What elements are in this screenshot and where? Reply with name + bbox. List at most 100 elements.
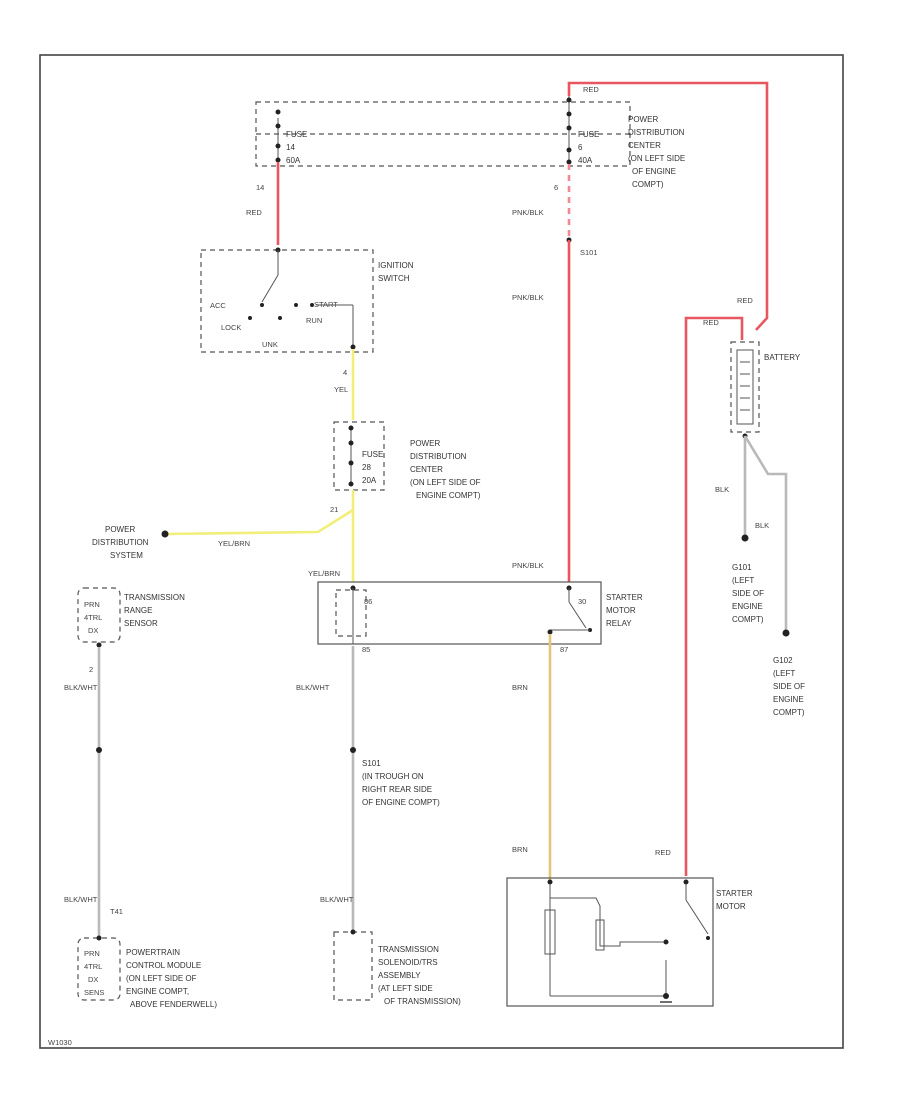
fuse-14-amp: 60A <box>286 156 301 165</box>
wire-label-pin-6: 6 <box>554 183 558 192</box>
pcm-inner-2: 4TRL <box>84 962 102 971</box>
wire-label-red-starter: RED <box>655 848 671 857</box>
fuse-6-number: 6 <box>578 143 583 152</box>
ground-g101-line1: G101 <box>732 563 752 572</box>
ignition-switch-box <box>200 249 374 353</box>
ground-s101-line1: S101 <box>362 759 381 768</box>
trs-inner-1: PRN <box>84 600 100 609</box>
wire-label-14: 14 <box>256 183 264 192</box>
wire-label-blk-1: BLK <box>715 485 729 494</box>
ignition-title-2: SWITCH <box>378 274 410 283</box>
splice-s101-label: S101 <box>580 248 598 257</box>
wire-red-battery-feed <box>567 81 769 331</box>
wire-label-t41: T41 <box>110 907 123 916</box>
fuse-28-amp: 20A <box>362 476 377 485</box>
pds-line2: DISTRIBUTION <box>92 538 149 547</box>
pdc-top-line1: POWER <box>628 115 658 124</box>
pdc-mid-line4: (ON LEFT SIDE OF <box>410 478 481 487</box>
fuse-14-label: FUSE <box>286 130 307 139</box>
trs-inner-3: DX <box>88 626 98 635</box>
pcm-title-4: ENGINE COMPT, <box>126 987 189 996</box>
wire-label-red-left: RED <box>246 208 262 217</box>
relay-coil-box <box>335 589 367 637</box>
ground-g101-line4: ENGINE <box>732 602 763 611</box>
wire-label-pnk-blk-1: PNK/BLK <box>512 208 544 217</box>
pdc-top-line6: COMPT) <box>632 180 664 189</box>
solenoid-title-5: OF TRANSMISSION) <box>384 997 461 1006</box>
wire-label-brn-2: BRN <box>512 845 528 854</box>
pcm-title-3: (ON LEFT SIDE OF <box>126 974 197 983</box>
wire-label-pnk-blk-3: PNK/BLK <box>512 561 544 570</box>
fuse-14-number: 14 <box>286 143 295 152</box>
relay-title-3: RELAY <box>606 619 632 628</box>
trs-title-2: RANGE <box>124 606 152 615</box>
fuse-28-number: 28 <box>362 463 371 472</box>
pcm-title-5: ABOVE FENDERWELL) <box>130 1000 217 1009</box>
wire-label-pin-2: 2 <box>89 665 93 674</box>
ground-g102-line1: G102 <box>773 656 793 665</box>
fuse-box-mid <box>333 421 385 491</box>
wire-label-blk-2: BLK <box>755 521 769 530</box>
ground-g102-line3: SIDE OF <box>773 682 805 691</box>
pcm-inner-3: DX <box>88 975 98 984</box>
pds-line3: SYSTEM <box>110 551 143 560</box>
pdc-mid-line5: ENGINE COMPT) <box>416 491 481 500</box>
diagram-frame <box>39 54 844 1049</box>
wire-label-pin-4: 4 <box>343 368 347 377</box>
ground-s101-line4: OF ENGINE COMPT) <box>362 798 440 807</box>
relay-pin-85: 85 <box>362 645 370 654</box>
pdc-top-line2: DISTRIBUTION <box>628 128 685 137</box>
ignition-lock: LOCK <box>221 323 241 332</box>
relay-title-1: STARTER <box>606 593 643 602</box>
wire-label-yel-brn-1: YEL/BRN <box>218 539 250 548</box>
wire-red-battery-starter <box>684 316 744 876</box>
pdc-top-line5: OF ENGINE <box>632 167 676 176</box>
wire-blk-g102 <box>743 435 788 630</box>
solenoid-title-3: ASSEMBLY <box>378 971 421 980</box>
ground-g101-line5: COMPT) <box>732 615 764 624</box>
starter-motor-box <box>506 877 714 1007</box>
fuse-28-label: FUSE <box>362 450 383 459</box>
relay-pin-30: 30 <box>578 597 586 606</box>
wire-label-brn-1: BRN <box>512 683 528 692</box>
trs-title-1: TRANSMISSION <box>124 593 185 602</box>
pcm-inner-4: SENS <box>84 988 104 997</box>
pcm-inner-1: PRN <box>84 949 100 958</box>
ground-g102-line4: ENGINE <box>773 695 804 704</box>
starter-title-1: STARTER <box>716 889 753 898</box>
wire-label-blk-wht-1: BLK/WHT <box>296 683 330 692</box>
wire-label-yel: YEL <box>334 385 348 394</box>
ignition-unk: UNK <box>262 340 278 349</box>
diagram-code: W1030 <box>48 1038 72 1047</box>
wire-yel-brn-pds <box>164 508 354 536</box>
wire-label-red-battery: RED <box>703 318 719 327</box>
pdc-top-line3: CENTER <box>628 141 661 150</box>
trs-title-3: SENSOR <box>124 619 158 628</box>
relay-pin-87: 87 <box>560 645 568 654</box>
pdc-mid-line1: POWER <box>410 439 440 448</box>
wire-label-pin-21: 21 <box>330 505 338 514</box>
pcm-box <box>77 937 121 1001</box>
wire-label-blk-wht-4: BLK/WHT <box>64 895 98 904</box>
wire-label-red-top: RED <box>583 85 599 94</box>
ground-s101-line2: (IN TROUGH ON <box>362 772 424 781</box>
ground-g102-line2: (LEFT <box>773 669 795 678</box>
ground-g102-line5: COMPT) <box>773 708 805 717</box>
ignition-run: RUN <box>306 316 322 325</box>
ignition-title-1: IGNITION <box>378 261 414 270</box>
fuse-6-label: FUSE <box>578 130 599 139</box>
pdc-mid-line2: DISTRIBUTION <box>410 452 467 461</box>
solenoid-title-2: SOLENOID/TRS <box>378 958 438 967</box>
pcm-title-1: POWERTRAIN <box>126 948 180 957</box>
starter-title-2: MOTOR <box>716 902 746 911</box>
wire-label-blk-wht-2: BLK/WHT <box>320 895 354 904</box>
solenoid-title-4: (AT LEFT SIDE <box>378 984 433 993</box>
ground-s101-line3: RIGHT REAR SIDE <box>362 785 432 794</box>
relay-title-2: MOTOR <box>606 606 636 615</box>
pdc-top-line4: (ON LEFT SIDE <box>628 154 685 163</box>
starter-relay-box <box>317 581 602 645</box>
relay-pin-86: 86 <box>364 597 372 606</box>
battery-title: BATTERY <box>764 353 801 362</box>
pcm-title-2: CONTROL MODULE <box>126 961 201 970</box>
